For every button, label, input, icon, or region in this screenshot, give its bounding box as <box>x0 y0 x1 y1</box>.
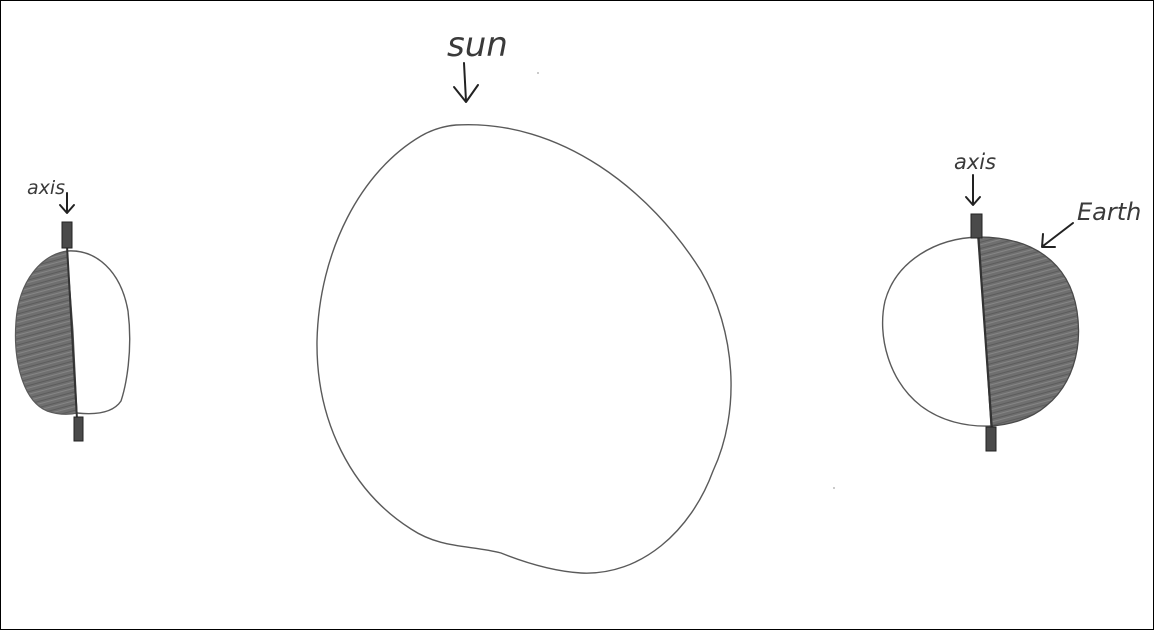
right-axis-bottom-bar <box>986 427 996 451</box>
sun: sun <box>317 25 731 573</box>
right-axis-label: axis <box>954 150 996 174</box>
left-axis-label: axis <box>27 177 65 199</box>
right-earth: axis Earth <box>883 150 1142 451</box>
earth-label: Earth <box>1077 198 1141 226</box>
pencil-speck <box>833 487 835 489</box>
sun-label: sun <box>447 25 508 65</box>
right-axis-arrow <box>966 175 980 205</box>
left-axis-top-bar <box>62 222 72 248</box>
sun-arrow <box>454 63 478 102</box>
right-earth-dark-side <box>979 237 1079 426</box>
sun-circle <box>317 125 731 573</box>
left-earth: axis <box>15 177 129 441</box>
right-earth-light-side <box>883 237 991 426</box>
earth-arrow <box>1042 223 1073 247</box>
left-axis-bottom-bar <box>74 417 83 441</box>
pencil-speck <box>537 72 539 74</box>
right-axis-top-bar <box>971 214 982 238</box>
